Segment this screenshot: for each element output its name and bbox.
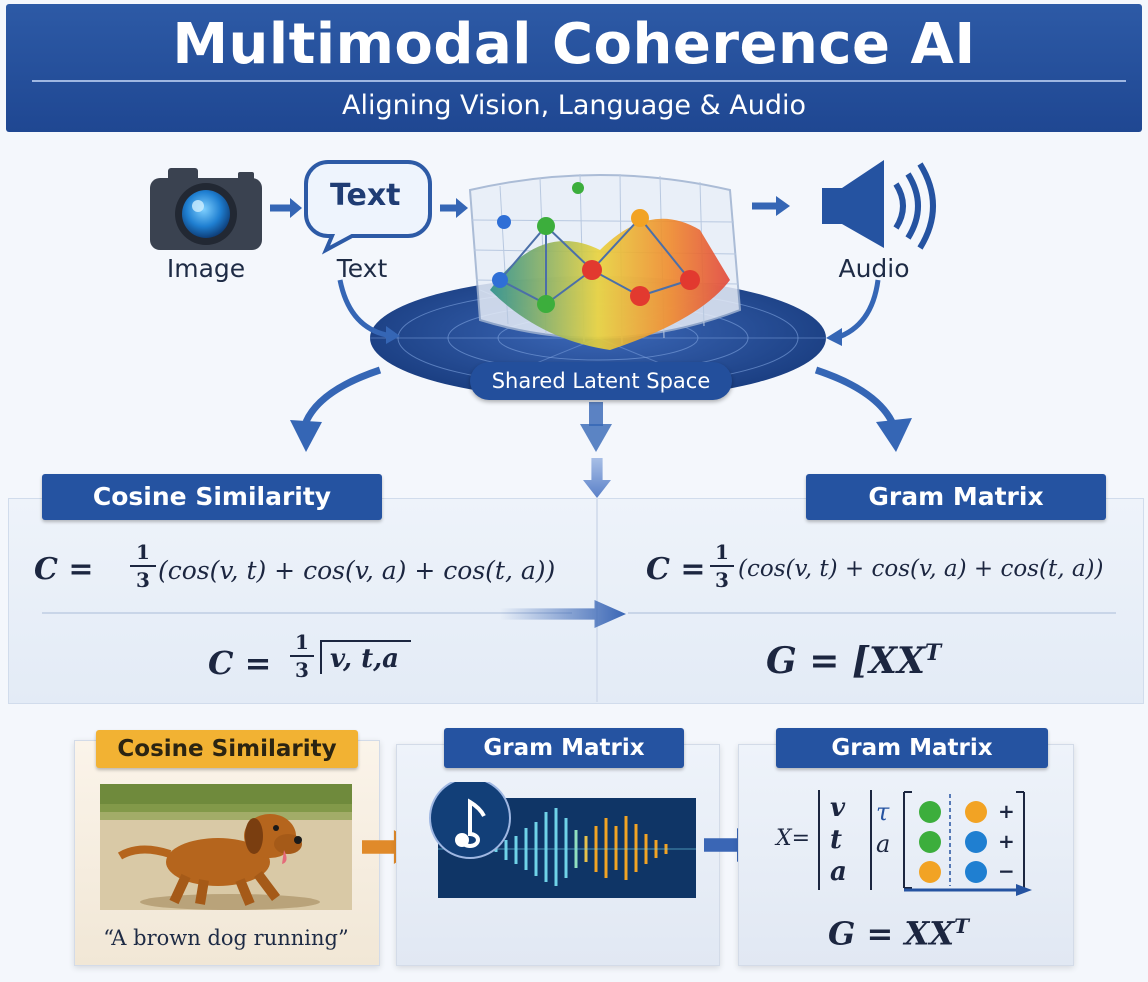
gram-formula-bottom: G = XXT xyxy=(828,914,969,953)
image-label: Image xyxy=(166,254,246,283)
image-caption: “A brown dog running” xyxy=(103,926,349,950)
norm-formula: v, t,a xyxy=(320,640,411,674)
fraction-denominator: 3 xyxy=(136,568,150,592)
matrix-cell: v xyxy=(830,793,846,823)
fraction-denominator: 3 xyxy=(295,658,309,682)
formula-panel xyxy=(8,498,1144,704)
matrix-cell: a xyxy=(876,830,891,858)
matrix-cell: τ xyxy=(876,798,890,826)
shared-latent-space-label: Shared Latent Space xyxy=(470,362,732,400)
main-title: Multimodal Coherence AI xyxy=(172,12,976,77)
fraction-numerator: 1 xyxy=(715,540,729,564)
matrix-ops: + + − xyxy=(998,796,1015,886)
fraction-numerator: 1 xyxy=(295,630,309,654)
arrow-icon xyxy=(302,366,382,424)
waveform xyxy=(429,782,696,898)
gram-formula-text: G = [XX xyxy=(766,640,925,682)
fraction-2: 1 3 xyxy=(290,630,314,682)
text-label: Text xyxy=(336,254,388,283)
fraction: 1 3 xyxy=(130,540,156,592)
latent-surface xyxy=(468,173,742,350)
transpose-superscript: T xyxy=(954,914,969,938)
formula-c-label-right: C = xyxy=(646,552,706,587)
op: + xyxy=(998,829,1015,853)
speaker-icon xyxy=(822,160,936,250)
formula-divider xyxy=(42,612,572,614)
fraction-numerator: 1 xyxy=(136,540,150,564)
cosine-formula-right: (cos(v, t) + cos(v, a) + cos(t, a)) xyxy=(738,556,1104,582)
op: + xyxy=(998,799,1015,823)
arrow-icon xyxy=(814,366,896,424)
matrix-lhs: X= xyxy=(776,826,811,851)
tab-cosine-similarity: Cosine Similarity xyxy=(42,474,382,520)
fraction-3: 1 3 xyxy=(710,540,734,592)
fraction-bar xyxy=(130,565,156,567)
formula-divider-right xyxy=(628,612,1116,614)
matrix-bracket xyxy=(818,790,872,890)
dog-photo xyxy=(100,784,352,910)
header-divider xyxy=(32,80,1126,82)
tab-cosine-similarity-bottom: Cosine Similarity xyxy=(96,730,358,768)
fraction-denominator: 3 xyxy=(715,568,729,592)
header-banner: Multimodal Coherence AI Aligning Vision,… xyxy=(6,4,1142,132)
similarity-grid xyxy=(903,791,1032,896)
speech-bubble-icon xyxy=(304,160,432,255)
matrix-column-1: v t a xyxy=(830,792,847,888)
audio-label: Audio xyxy=(838,254,910,283)
flow-diagram xyxy=(150,160,936,452)
formula-c-label-2: C = xyxy=(208,644,272,682)
matrix-card xyxy=(738,744,1074,966)
tab-gram-matrix-audio: Gram Matrix xyxy=(444,728,684,768)
tab-gram-matrix-matrix: Gram Matrix xyxy=(776,728,1048,768)
matrix-cell: t xyxy=(830,825,843,855)
cosine-formula-left: (cos(v, t) + cos(v, a) + cos(t, a)) xyxy=(158,556,556,585)
fraction-bar xyxy=(710,565,734,567)
arrow-icon xyxy=(290,198,302,218)
text-bubble-label: Text xyxy=(330,178,401,213)
gram-formula-text: G = XX xyxy=(828,914,955,953)
gram-formula-top: G = [XXT xyxy=(766,640,941,682)
fraction-bar xyxy=(290,655,314,657)
op: − xyxy=(998,859,1015,883)
panel-divider xyxy=(596,498,598,702)
transpose-superscript: T xyxy=(924,640,942,666)
matrix-column-2: τ a xyxy=(876,796,890,860)
arrow-icon xyxy=(337,279,393,339)
camera-icon xyxy=(150,168,262,250)
subtitle: Aligning Vision, Language & Audio xyxy=(341,90,806,121)
formula-c-label: C = xyxy=(34,552,94,587)
arrow-icon xyxy=(835,279,881,341)
matrix-cell: a xyxy=(830,857,847,887)
tab-gram-matrix: Gram Matrix xyxy=(806,474,1106,520)
